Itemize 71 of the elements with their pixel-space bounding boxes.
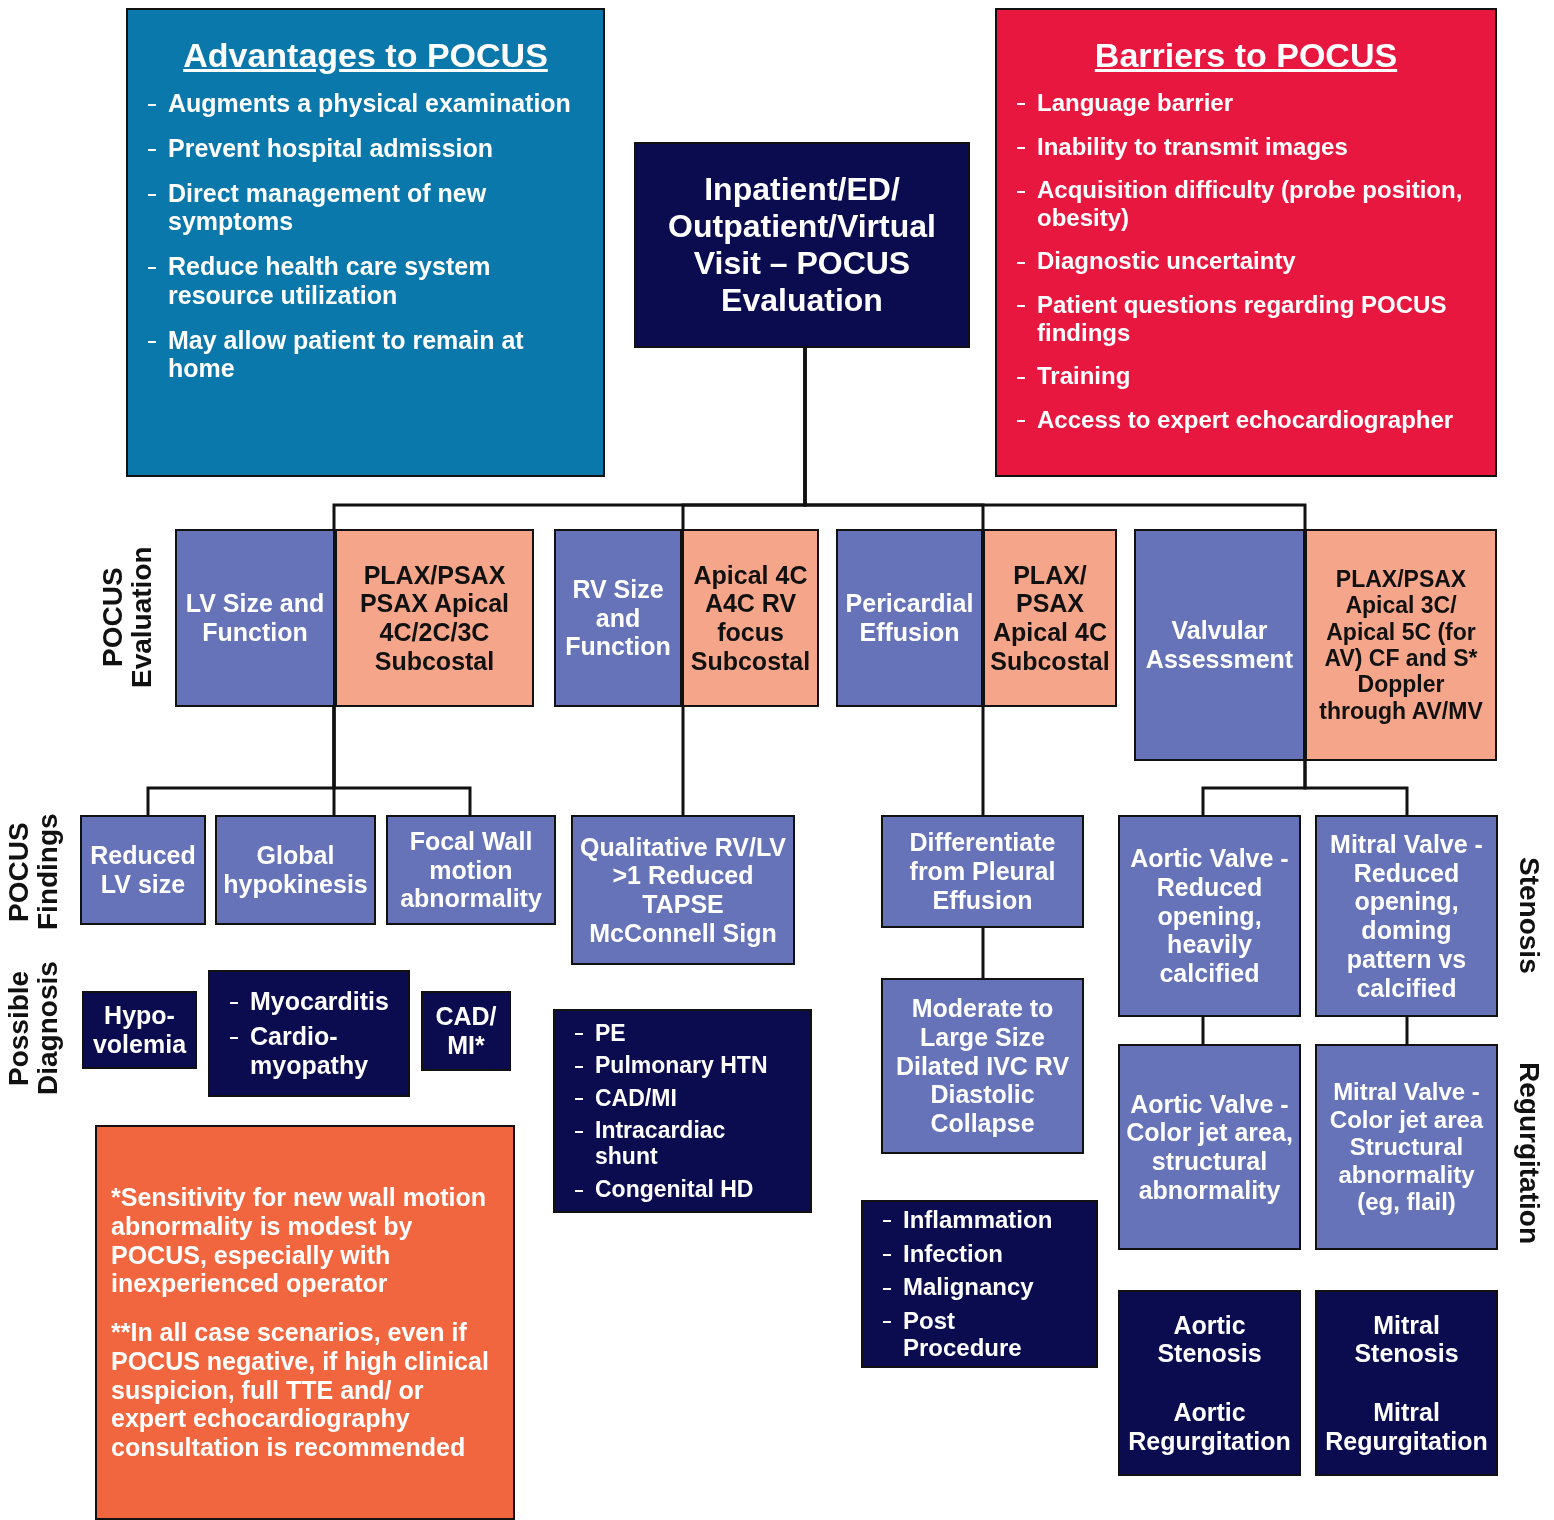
connector-line [981, 707, 985, 815]
finding-box [1118, 815, 1301, 1017]
finding-box [1118, 1044, 1301, 1250]
box-text: Qualitative RV/LV >1 Reduced TAPSE McConnell Sign [578, 832, 788, 948]
box-text: Pericardial Effusion [844, 589, 975, 647]
process-box [634, 142, 970, 348]
box-text: CAD/ MI* [434, 1002, 498, 1060]
box-text: Valvular Assessment [1144, 616, 1295, 674]
finding-box [215, 815, 376, 925]
box-text: Focal Wall motion abnormality [399, 826, 543, 914]
note-text: *Sensitivity for new wall motion abnormality is modest by POCUS, especially with inexperienced operator [111, 1183, 488, 1299]
box-text: PLAX/PSAX PSAX Apical 4C/2C/3C Subcostal [358, 560, 511, 676]
finding-box [571, 815, 795, 965]
box-text: RV Size and Function [564, 574, 672, 662]
connector-line [803, 348, 1307, 529]
box-text: Reduced LV size [89, 841, 197, 899]
connector-line [1303, 761, 1409, 815]
category-box [836, 529, 983, 707]
box-text: Mitral Stenosis [1353, 1310, 1460, 1368]
box-text: Differentiate from Pleural Effusion [908, 828, 1057, 915]
box-text: Aortic Valve - Color jet area, structural abnormality [1125, 1089, 1294, 1205]
view-box [983, 529, 1117, 707]
diagnosis-box [1118, 1290, 1301, 1476]
box-text: Apical 4C A4C RV focus Subcostal [689, 560, 812, 676]
side-label: Regurgitation [1513, 1060, 1544, 1246]
connector-line [1201, 1017, 1205, 1044]
side-label: Possible Diagnosis [4, 960, 65, 1097]
category-box [554, 529, 682, 707]
view-box [682, 529, 819, 707]
diagnosis-box [553, 1009, 812, 1213]
connector-line [1405, 1017, 1409, 1044]
box-text: Moderate to Large Size Dilated IVC RV Diastolic Collapse [894, 994, 1071, 1138]
box-text: Mitral Regurgitation [1324, 1398, 1489, 1456]
view-box [1305, 529, 1497, 761]
box-text: Mitral Valve - Reduced opening, doming pattern vs calcified [1329, 829, 1484, 1003]
box-text: LV Size and Function [184, 589, 326, 647]
finding-box [881, 815, 1084, 928]
box-text: PLAX/PSAX Apical 3C/ Apical 5C (for AV) CF and S* Doppler through AV/MV [1318, 565, 1484, 725]
side-label: POCUS Evaluation [98, 545, 159, 691]
info-panel [995, 8, 1497, 477]
connector-line [332, 707, 472, 815]
diagnosis-box [208, 970, 410, 1097]
category-box [175, 529, 335, 707]
box-text: Aortic Regurgitation [1127, 1398, 1292, 1456]
box-text: Aortic Valve - Reduced opening, heavily calcified [1129, 844, 1290, 988]
diagnosis-box [861, 1200, 1098, 1368]
info-panel [126, 8, 605, 477]
side-label: Stenosis [1513, 855, 1544, 975]
finding-box [881, 978, 1084, 1154]
finding-box [1315, 1044, 1498, 1250]
category-box [1134, 529, 1305, 761]
panel-heading: Advantages to POCUS [182, 36, 549, 76]
diagnosis-box [1315, 1290, 1498, 1476]
finding-box [80, 815, 206, 925]
view-box [335, 529, 534, 707]
box-text: PLAX/ PSAX Apical 4C Subcostal [989, 560, 1111, 676]
note-box [95, 1125, 515, 1520]
diagnosis-box [82, 991, 197, 1069]
box-text: Hypo- volemia [91, 1001, 188, 1059]
connector-line [681, 707, 685, 815]
side-label: POCUS Findings [4, 812, 65, 932]
panel-heading: Barriers to POCUS [1093, 36, 1399, 76]
box-text: Mitral Valve - Color jet area Structural abnormality (eg, flail) [1328, 1078, 1485, 1216]
box-text: Inpatient/ED/ Outpatient/Virtual Visit – POCUS Evaluation [667, 171, 937, 319]
finding-box [1315, 815, 1498, 1017]
box-text: Global hypokinesis [222, 841, 369, 899]
diagnosis-box [421, 991, 511, 1071]
box-text: Aortic Stenosis [1156, 1310, 1263, 1368]
finding-box [386, 815, 556, 925]
note-text: **In all case scenarios, even if POCUS negative, if high clinical suspicion, full TTE and/ or expert echocardiography consultation is recommended [111, 1318, 490, 1462]
connector-line [981, 928, 985, 978]
